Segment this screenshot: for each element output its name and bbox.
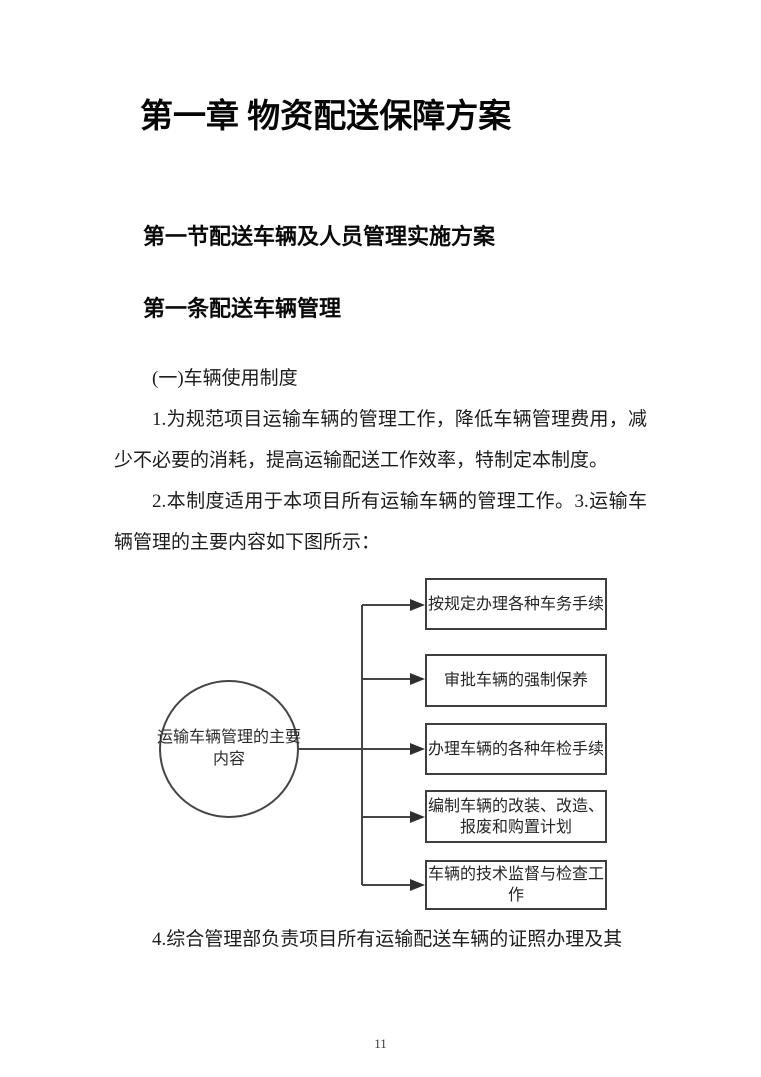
arrowhead-icon [410, 743, 425, 755]
arrowhead-icon [410, 599, 425, 611]
diagram-box-annual-inspection: 办理车辆的各种年检手续 [425, 723, 607, 775]
diagram-connectors [159, 599, 425, 891]
section-heading: 第一节配送车辆及人员管理实施方案 [143, 224, 496, 249]
diagram-center-node-label: 运输车辆管理的主要内容 [157, 729, 302, 768]
diagram-box-vehicle-procedures: 按规定办理各种车务手续 [425, 578, 607, 630]
diagram-box-technical-supervision: 车辆的技术监督与检查工作 [425, 860, 607, 910]
diagram-box-refit-scrap-purchase-plan: 编制车辆的改装、改造、报废和购置计划 [425, 790, 607, 843]
paragraph-3: 4.综合管理部负责项目所有运输配送车辆的证照办理及其 [152, 929, 623, 950]
diagram-box-mandatory-maintenance: 审批车辆的强制保养 [425, 654, 607, 707]
arrowhead-icon [410, 811, 425, 823]
paragraph-1: 1.为规范项目运输车辆的管理工作，降低车辆管理费用，减少不必要的消耗，提高运输配… [114, 409, 647, 471]
paragraph-2: 2.本制度适用于本项目所有运输车辆的管理工作。3.运输车辆管理的主要内容如下图所… [114, 491, 647, 553]
body-text: (一)车辆使用制度 1.为规范项目运输车辆的管理工作，降低车辆管理费用，减少不必… [114, 358, 647, 563]
clause-heading: 第一条配送车辆管理 [143, 296, 342, 321]
page-number: 11 [374, 1036, 387, 1051]
paragraph-vehicle-use-system: (一)车辆使用制度 [152, 368, 298, 389]
chapter-title: 第一章 物资配送保障方案 [140, 99, 512, 135]
arrowhead-icon [410, 673, 425, 685]
arrowhead-icon [410, 879, 425, 891]
